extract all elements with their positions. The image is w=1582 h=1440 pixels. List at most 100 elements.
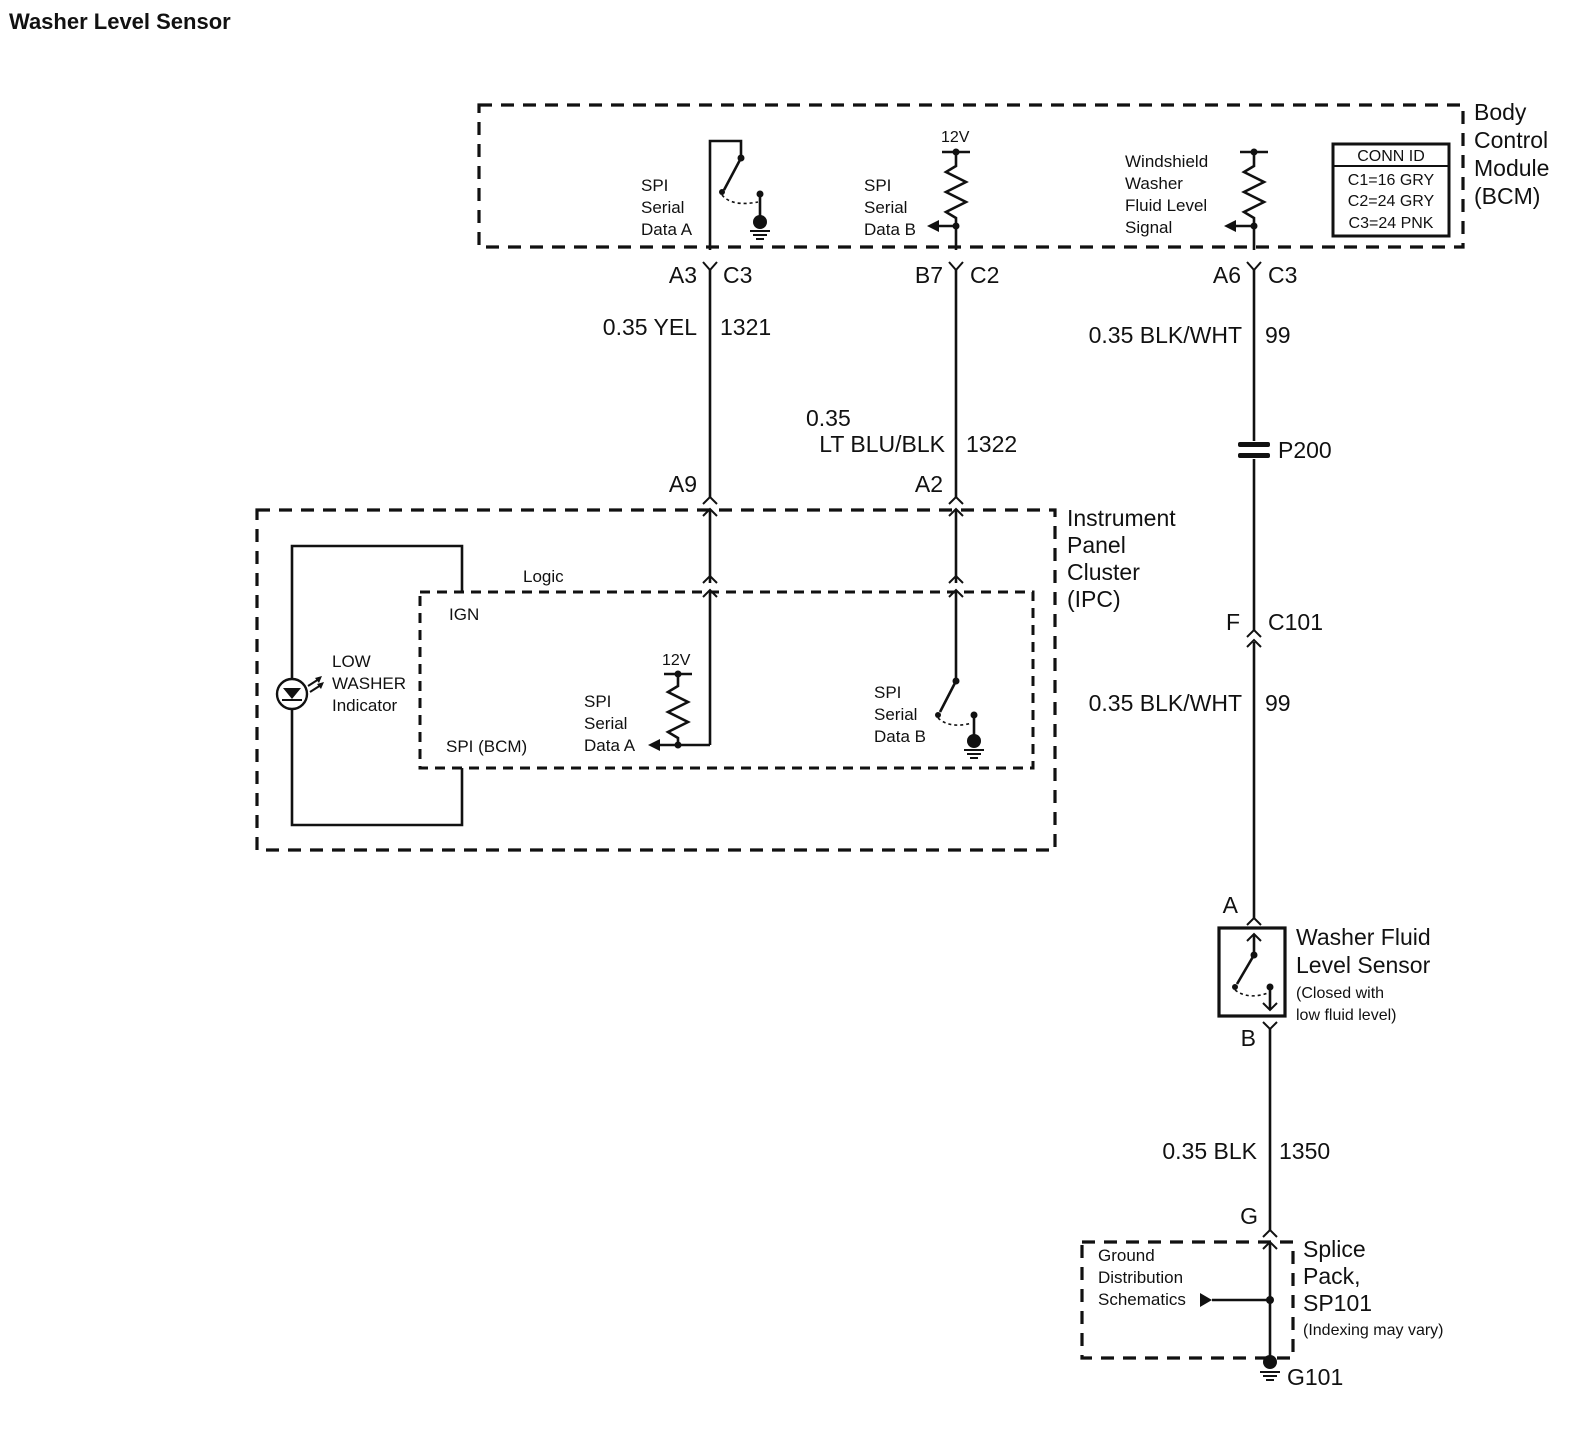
bcm-spi-b-pullup	[927, 148, 970, 250]
wire-1350-gauge: 0.35 BLK	[1162, 1138, 1257, 1164]
pin-c101-f: F	[1226, 609, 1240, 635]
pin-sensor-a: A	[1223, 892, 1239, 918]
bcm-wwfl-input	[1224, 148, 1268, 250]
wire-1322-gauge-1: 0.35	[806, 405, 851, 431]
bcm-wwfl-label-1: Windshield	[1125, 152, 1208, 171]
pin-bcm-a6: A6	[1213, 262, 1241, 288]
bcm-label-2: Control	[1474, 127, 1548, 153]
bcm-spi-a-label-3: Data A	[641, 220, 693, 239]
ipc-spi-b-label-3: Data B	[874, 727, 926, 746]
ipc-a9-connector	[702, 495, 718, 505]
pin-bcm-a3-conn: C3	[723, 262, 752, 288]
ipc-label-1: Instrument	[1067, 505, 1176, 531]
bcm-wwfl-label-2: Washer	[1125, 174, 1183, 193]
low-washer-indicator-icon	[275, 676, 324, 711]
wire-1322-gauge-2: LT BLU/BLK	[819, 431, 945, 457]
conn-id-header: CONN ID	[1357, 148, 1425, 165]
pin-bcm-b7: B7	[915, 262, 943, 288]
wire-1321-gauge: 0.35 YEL	[603, 314, 697, 340]
bcm-b7-connector	[948, 261, 964, 272]
ipc-label-3: Cluster	[1067, 559, 1140, 585]
ipc-logic-a2-connector	[948, 574, 964, 584]
sensor-b-connector	[1262, 1021, 1278, 1031]
splice-pack	[1080, 1240, 1295, 1360]
bcm-wwfl-label-3: Fluid Level	[1125, 196, 1207, 215]
bcm-spi-a-switch	[708, 139, 770, 250]
pin-sensor-b: B	[1241, 1025, 1256, 1051]
sensor-label-2: Level Sensor	[1296, 952, 1431, 978]
wire-1350-circuit: 1350	[1279, 1138, 1330, 1164]
conn-id-row-1: C1=16 GRY	[1348, 172, 1435, 189]
pin-ipc-a9: A9	[669, 471, 697, 497]
wire-99-gauge-upper: 0.35 BLK/WHT	[1089, 322, 1242, 348]
splice-pack-boundary	[1080, 1240, 1295, 1360]
bcm-12v-label: 12V	[941, 129, 970, 146]
wire-1321-circuit: 1321	[720, 314, 771, 340]
splice-label-2: Pack,	[1303, 1263, 1361, 1289]
bcm-wwfl-label-4: Signal	[1125, 218, 1172, 237]
ipc-spi-a-pullup	[648, 590, 712, 751]
ipc-spi-a-label-2: Serial	[584, 714, 627, 733]
sp101-g-connector	[1262, 1228, 1278, 1238]
bcm-spi-b-label-1: SPI	[864, 176, 891, 195]
pin-bcm-b7-conn: C2	[970, 262, 999, 288]
conn-id-row-2: C2=24 GRY	[1348, 193, 1435, 210]
ground-dist-label-3: Schematics	[1098, 1290, 1186, 1309]
wire-99-gauge-lower: 0.35 BLK/WHT	[1089, 690, 1242, 716]
splice-label-3: SP101	[1303, 1290, 1372, 1316]
pin-bcm-a3: A3	[669, 262, 697, 288]
ground-dist-label-2: Distribution	[1098, 1268, 1183, 1287]
ipc-spi-b-switch	[935, 590, 984, 759]
ipc-logic-boundary	[418, 590, 1035, 770]
ipc-spi-b-label-1: SPI	[874, 683, 901, 702]
sensor-a-connector	[1246, 916, 1262, 926]
p200-label: P200	[1278, 437, 1332, 463]
p200-connector	[1238, 442, 1270, 458]
conn-id-box: CONN ID C1=16 GRY C2=24 GRY C3=24 PNK	[1331, 142, 1451, 238]
bcm-module: Body Control Module (BCM) CONN ID C1=16 …	[477, 99, 1549, 250]
ipc-logic-a9-connector	[702, 574, 718, 584]
c101-connector-inner	[1246, 638, 1262, 648]
wire-99-circuit-lower: 99	[1265, 690, 1291, 716]
ipc-a2-connector	[948, 495, 964, 505]
splice-note: (Indexing may vary)	[1303, 1322, 1444, 1339]
ipc-spi-a-label-3: Data A	[584, 736, 636, 755]
ipc-logic-label: Logic	[523, 567, 564, 586]
ground-dist-label-1: Ground	[1098, 1246, 1155, 1265]
pin-bcm-a6-conn: C3	[1268, 262, 1297, 288]
wire-99-circuit-upper: 99	[1265, 322, 1291, 348]
ground-g101-label: G101	[1287, 1364, 1343, 1390]
bcm-label-4: (BCM)	[1474, 183, 1540, 209]
ipc-spi-bcm-label: SPI (BCM)	[446, 737, 527, 756]
bcm-spi-b-label-2: Serial	[864, 198, 907, 217]
bcm-spi-a-label-1: SPI	[641, 176, 668, 195]
ipc-label-4: (IPC)	[1067, 586, 1121, 612]
bcm-spi-a-label-2: Serial	[641, 198, 684, 217]
bcm-a3-connector	[702, 261, 718, 272]
indicator-label-3: Indicator	[332, 696, 398, 715]
ipc-spi-b-label-2: Serial	[874, 705, 917, 724]
pin-ipc-a2: A2	[915, 471, 943, 497]
ipc-boundary	[255, 508, 1057, 852]
bcm-spi-b-label-3: Data B	[864, 220, 916, 239]
bcm-a6-connector	[1246, 261, 1262, 272]
bcm-label-1: Body	[1474, 99, 1527, 125]
conn-id-row-3: C3=24 PNK	[1349, 215, 1434, 232]
ipc-spi-a-label-1: SPI	[584, 692, 611, 711]
pin-sp-g: G	[1240, 1203, 1258, 1229]
sensor-note-1: (Closed with	[1296, 985, 1384, 1002]
sensor-label-1: Washer Fluid	[1296, 924, 1431, 950]
indicator-label-2: WASHER	[332, 674, 406, 693]
wire-1322-circuit: 1322	[966, 431, 1017, 457]
diagram-title: Washer Level Sensor	[9, 9, 231, 34]
pin-c101-conn: C101	[1268, 609, 1323, 635]
indicator-label-1: LOW	[332, 652, 371, 671]
bcm-boundary	[477, 103, 1465, 249]
ground-g101-icon	[1260, 1355, 1280, 1381]
ipc-ign-label: IGN	[449, 605, 479, 624]
ipc-label-2: Panel	[1067, 532, 1126, 558]
bcm-label-3: Module	[1474, 155, 1549, 181]
splice-label-1: Splice	[1303, 1236, 1366, 1262]
sensor-note-2: low fluid level)	[1296, 1007, 1396, 1024]
